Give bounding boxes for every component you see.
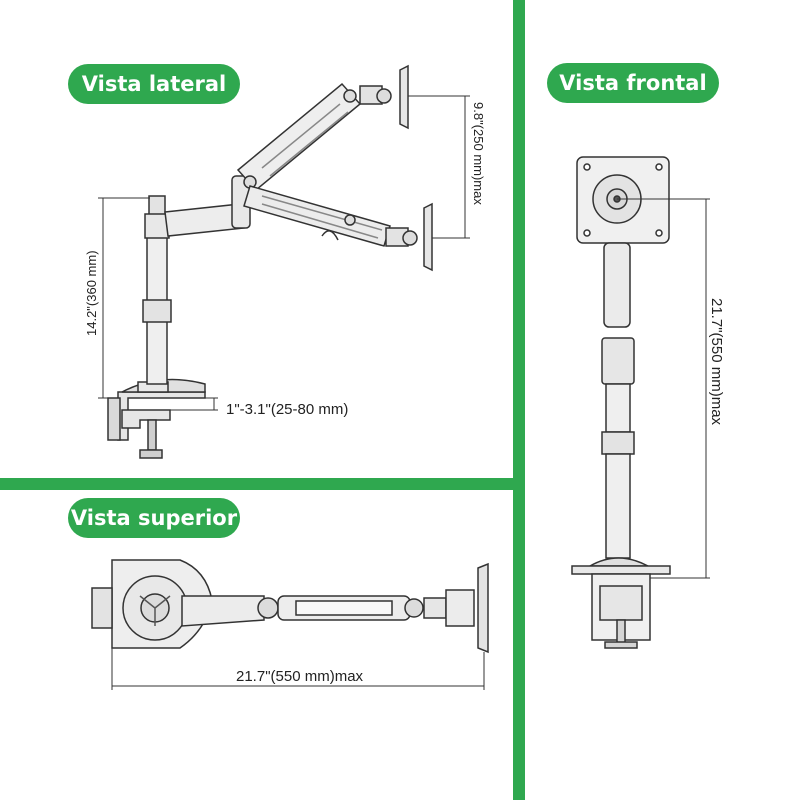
horizontal-divider: [0, 478, 516, 490]
front-view-label: Vista frontal: [547, 63, 719, 103]
side-clamp-range-label: 1"-3.1"(25-80 mm): [226, 401, 348, 418]
side-pole-height-label: 14.2"(360 mm): [84, 250, 99, 336]
top-dimension-lines: [111, 648, 485, 690]
front-height-label: 21.7"(550 mm)max: [708, 298, 725, 426]
side-view-label: Vista lateral: [68, 64, 240, 104]
front-view-drawing: [571, 156, 671, 649]
top-view-drawing: [91, 559, 489, 654]
top-length-label: 21.7"(550 mm)max: [236, 668, 364, 685]
front-dimension-lines: [617, 198, 710, 579]
side-arm-height-label: 9.8"(250 mm)max: [471, 102, 486, 205]
side-view-drawing: [107, 64, 433, 459]
vertical-divider: [513, 0, 525, 800]
side-dimension-lines: [98, 95, 470, 411]
top-view-label: Vista superior: [68, 498, 240, 538]
